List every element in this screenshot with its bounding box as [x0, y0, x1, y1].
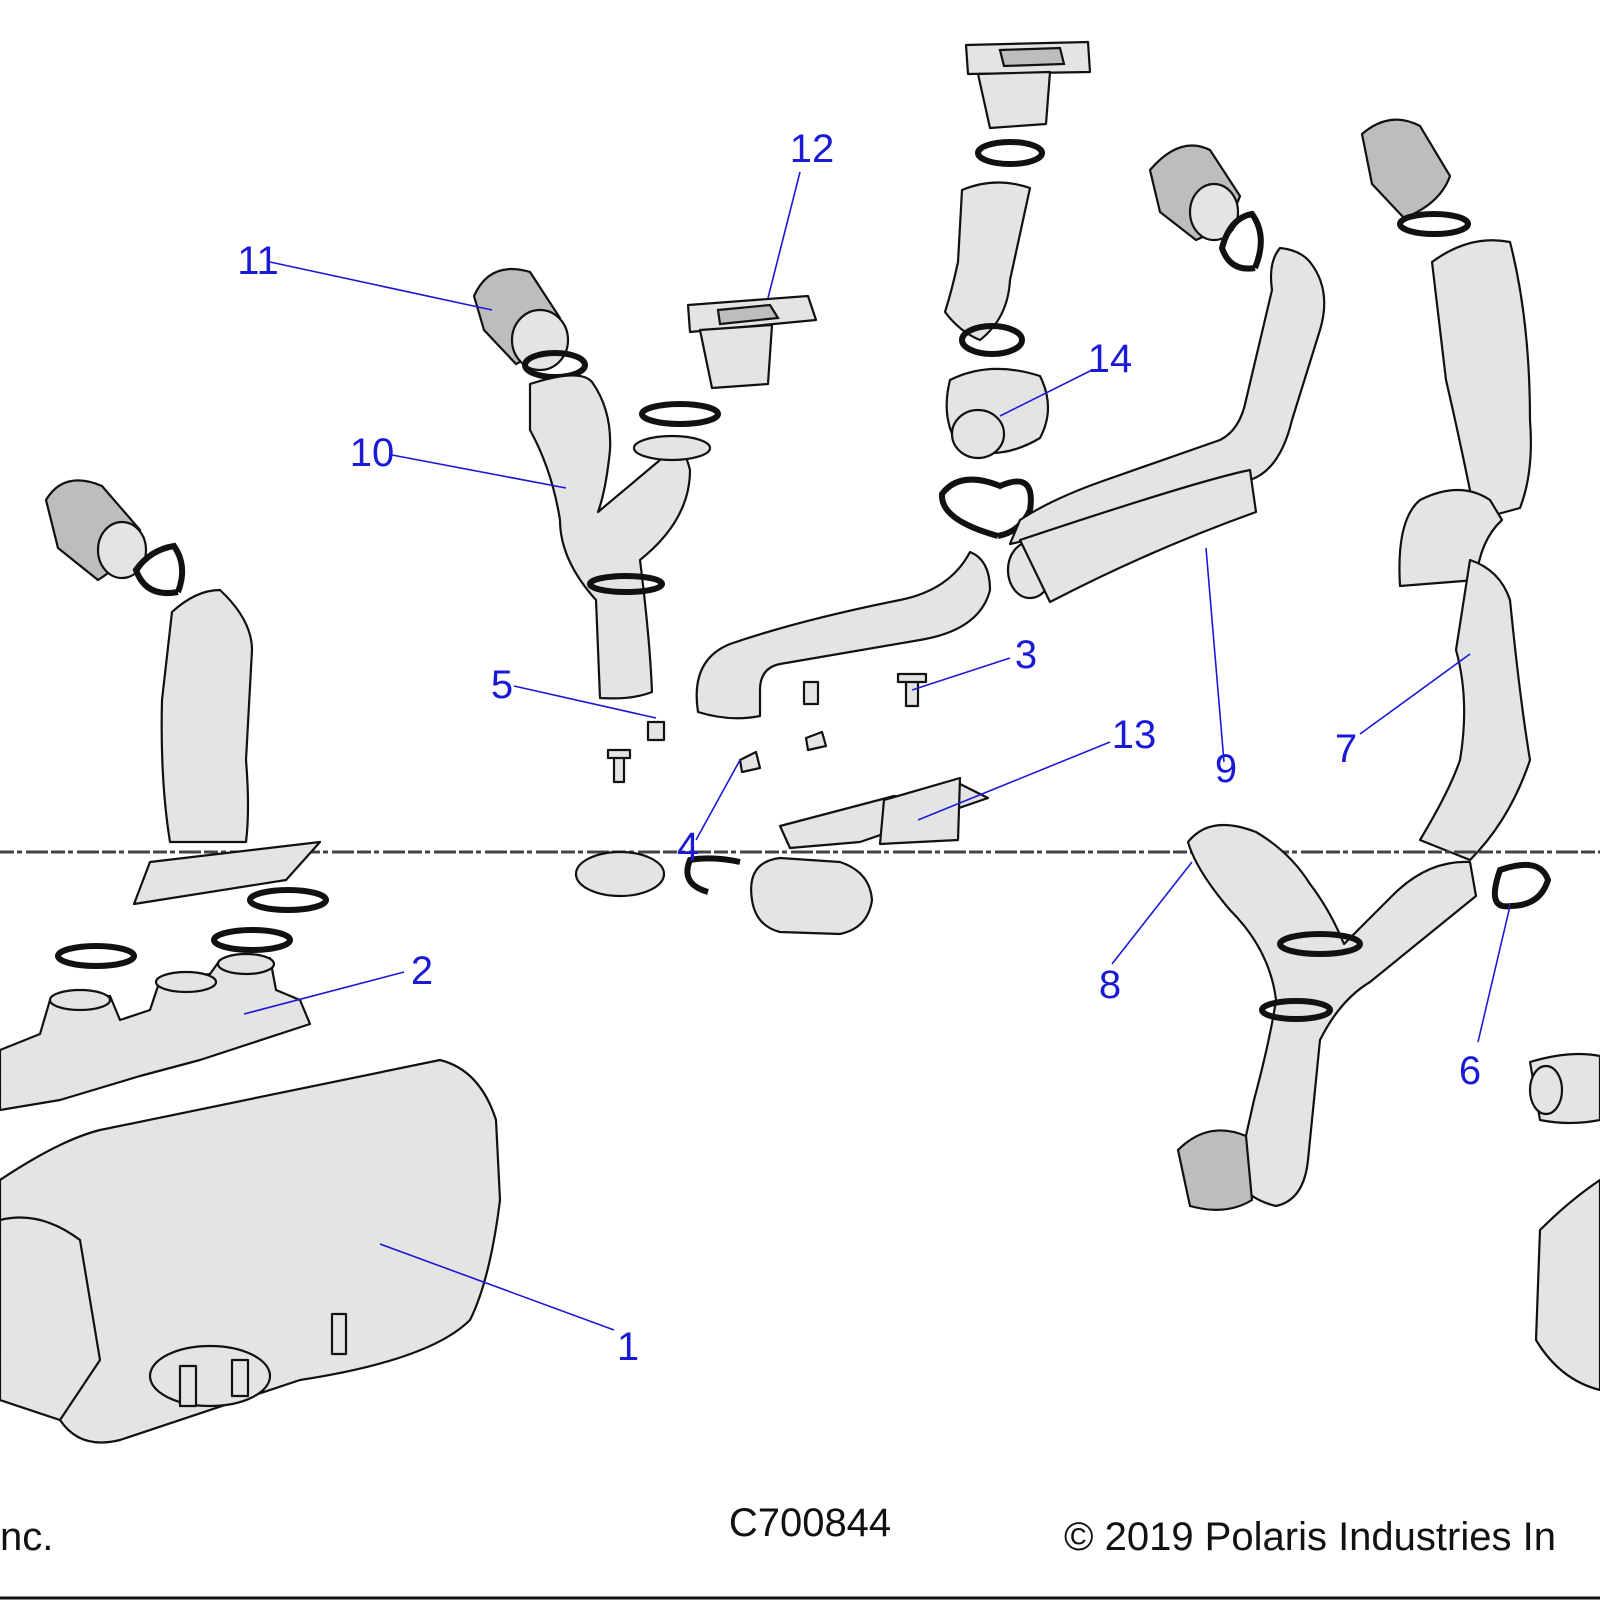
- hose-clamp-8: [1259, 931, 1363, 1022]
- boot-9-top: [1148, 144, 1242, 242]
- duct-upper-center: [943, 181, 1032, 342]
- callout-14: 14: [1088, 337, 1133, 381]
- airbox-right: [1534, 1178, 1600, 1392]
- callout-2: 2: [411, 949, 433, 993]
- leader-12: [767, 171, 801, 299]
- callout-13: 13: [1112, 713, 1157, 757]
- screw-left-small: [606, 748, 632, 784]
- callout-1: 1: [617, 1325, 639, 1369]
- pipe-lower-center: [574, 850, 874, 936]
- callout-9: 9: [1215, 747, 1237, 791]
- y-pipe-8: [1186, 823, 1478, 1208]
- hose-clamp-9: [1218, 210, 1264, 272]
- leader-14: [999, 369, 1093, 417]
- screw-center: [802, 680, 820, 706]
- copyright-right: © 2019 Polaris Industries In: [1064, 1515, 1556, 1559]
- y-pipe-10: [528, 374, 712, 700]
- plenum-bracket: [132, 840, 322, 906]
- hose-clamp-top: [975, 139, 1045, 167]
- manifold-2: [0, 952, 312, 1112]
- leader-lines: [243, 171, 1511, 1331]
- boot-8-bottom: [1176, 1129, 1254, 1211]
- vent-outlet-top: [964, 40, 1092, 130]
- nut-4: [738, 750, 762, 774]
- leader-4: [695, 759, 741, 841]
- leader-8: [1111, 861, 1193, 965]
- leader-10: [391, 454, 567, 489]
- hose-clamp-manifold-1: [247, 887, 329, 913]
- callout-6: 6: [1459, 1049, 1481, 1093]
- screw-5: [646, 720, 666, 742]
- duct-7: [1398, 239, 1532, 862]
- leader-6: [1477, 905, 1511, 1043]
- hose-clamp-left: [132, 542, 186, 596]
- hose-clamp-manifold-2: [211, 927, 293, 953]
- hose-clamp-lower: [684, 855, 741, 895]
- callout-10: 10: [350, 431, 395, 475]
- leader-2: [243, 971, 405, 1015]
- drawing-number: C700844: [729, 1501, 891, 1545]
- callout-8: 8: [1099, 963, 1121, 1007]
- boot-left: [44, 479, 148, 582]
- copyright-left: nc.: [0, 1515, 53, 1559]
- hose-clamp-7: [1397, 211, 1471, 237]
- hose-clamp-10: [587, 401, 721, 595]
- boot-7: [1360, 118, 1452, 220]
- leader-3: [911, 657, 1011, 691]
- bracket-13: [778, 776, 990, 850]
- hose-clamp-6: [1491, 861, 1552, 910]
- nut-center: [804, 730, 828, 752]
- callout-12: 12: [790, 127, 835, 171]
- screw-3: [896, 672, 928, 708]
- tee-fitting-right: [1528, 1052, 1600, 1125]
- vent-outlet-left: [686, 294, 818, 390]
- duct-center-bend: [695, 550, 992, 720]
- hose-clamp-manifold-3: [55, 943, 137, 969]
- leader-7: [1359, 653, 1471, 735]
- leader-9: [1205, 547, 1225, 763]
- duct-9: [1006, 246, 1326, 604]
- callout-5: 5: [491, 663, 513, 707]
- leader-1: [379, 1243, 615, 1331]
- leader-13: [917, 741, 1111, 821]
- callout-7: 7: [1335, 727, 1357, 771]
- hose-clamp-center: [959, 323, 1025, 357]
- leader-11: [269, 261, 493, 311]
- duct-left: [160, 588, 254, 844]
- callout-11: 11: [237, 239, 279, 283]
- tee-fitting-14: [945, 367, 1050, 460]
- airbox-1: [0, 1058, 502, 1444]
- leader-5: [513, 685, 657, 719]
- callout-3: 3: [1015, 633, 1037, 677]
- callout-4: 4: [677, 825, 699, 869]
